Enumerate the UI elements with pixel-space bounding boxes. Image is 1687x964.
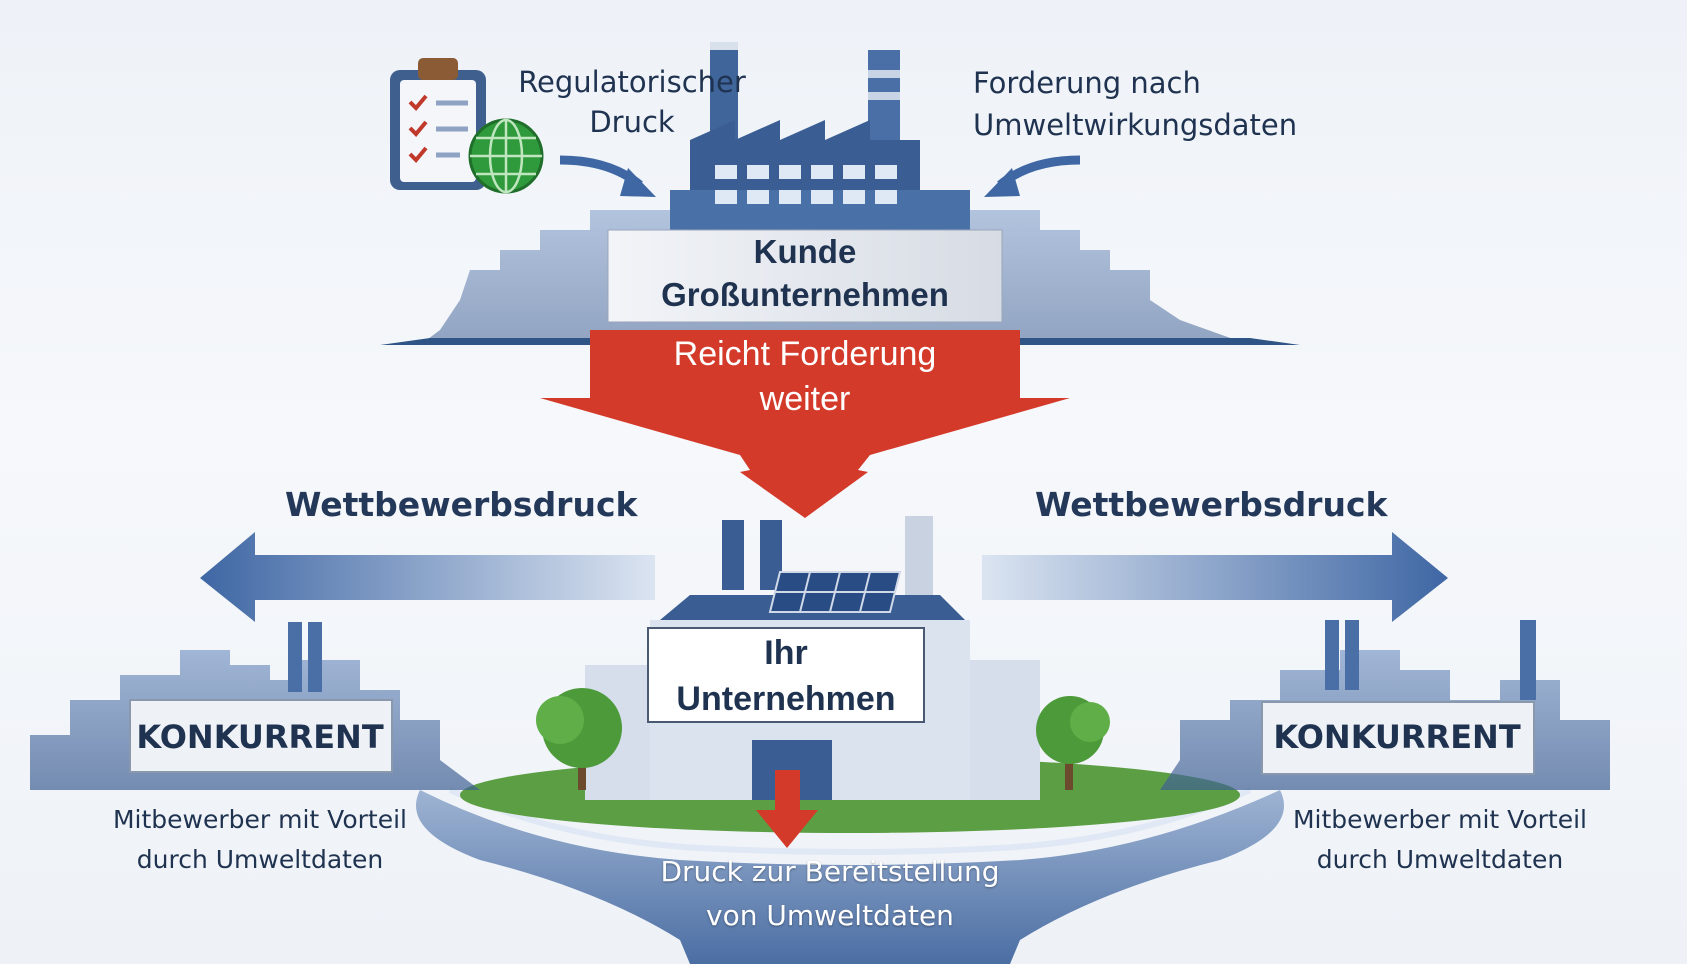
competitor-left-desc-line2: durch Umweltdaten xyxy=(136,845,384,874)
customer-box xyxy=(607,229,1003,323)
left-competitor-buildings xyxy=(30,622,480,790)
demand-line1: Forderung nach xyxy=(973,66,1201,100)
your-company-line1: Ihr xyxy=(764,634,808,672)
regulatory-pressure-label: Regulatorischer Druck xyxy=(517,62,747,142)
competitor-left-description: Mitbewerber mit Vorteil durch Umweltdate… xyxy=(85,800,435,880)
customer-label: Kunde Großunternehmen xyxy=(610,230,1000,320)
regulatory-line2: Druck xyxy=(589,105,675,139)
globe-icon xyxy=(468,118,544,194)
pass-on-line2: weiter xyxy=(759,380,851,418)
customer-line1: Kunde xyxy=(753,233,857,270)
competitor-right-label: KONKURRENT xyxy=(1273,718,1521,756)
competition-arrow-left xyxy=(200,532,655,622)
demand-line2: Umweltwirkungsdaten xyxy=(973,108,1298,142)
regulatory-line1: Regulatorischer xyxy=(518,65,746,99)
your-company-building xyxy=(585,516,1040,800)
road xyxy=(416,787,1284,964)
competitor-left-desc-line1: Mitbewerber mit Vorteil xyxy=(112,805,407,834)
your-company-label: Ihr Unternehmen xyxy=(650,630,922,720)
pressure-label: Druck zur Bereitstellung von Umweltdaten xyxy=(610,850,1050,938)
demand-label: Forderung nach Umweltwirkungsdaten xyxy=(973,62,1297,146)
competition-arrow-right xyxy=(982,532,1448,622)
competitor-right-description: Mitbewerber mit Vorteil durch Umweltdate… xyxy=(1265,800,1615,880)
tree-left xyxy=(536,688,622,790)
customer-factory xyxy=(670,42,970,230)
regulatory-arrow-head xyxy=(620,168,656,197)
competition-label-right: Wettbewerbsdruck xyxy=(1035,485,1388,524)
pressure-line2: von Umweltdaten xyxy=(706,899,954,932)
pass-on-arrow xyxy=(540,330,1070,518)
pressure-line1: Druck zur Bereitstellung xyxy=(660,855,1000,888)
demand-arrow-head xyxy=(984,168,1020,197)
pass-on-line1: Reicht Forderung xyxy=(673,335,937,373)
competition-label-left: Wettbewerbsdruck xyxy=(285,485,638,524)
customer-line2: Großunternehmen xyxy=(661,276,949,313)
solar-panel xyxy=(768,571,902,613)
tree-right xyxy=(1036,696,1110,790)
pass-on-label: Reicht Forderung weiter xyxy=(600,332,1010,422)
pressure-arrow xyxy=(756,770,818,848)
right-competitor-buildings xyxy=(1160,620,1610,790)
competitor-right-desc-line1: Mitbewerber mit Vorteil xyxy=(1292,805,1587,834)
competitor-left-label: KONKURRENT xyxy=(136,718,384,756)
competitor-right-desc-line2: durch Umweltdaten xyxy=(1316,845,1564,874)
clipboard-checklist-icon xyxy=(390,58,486,190)
your-company-line2: Unternehmen xyxy=(676,680,896,718)
